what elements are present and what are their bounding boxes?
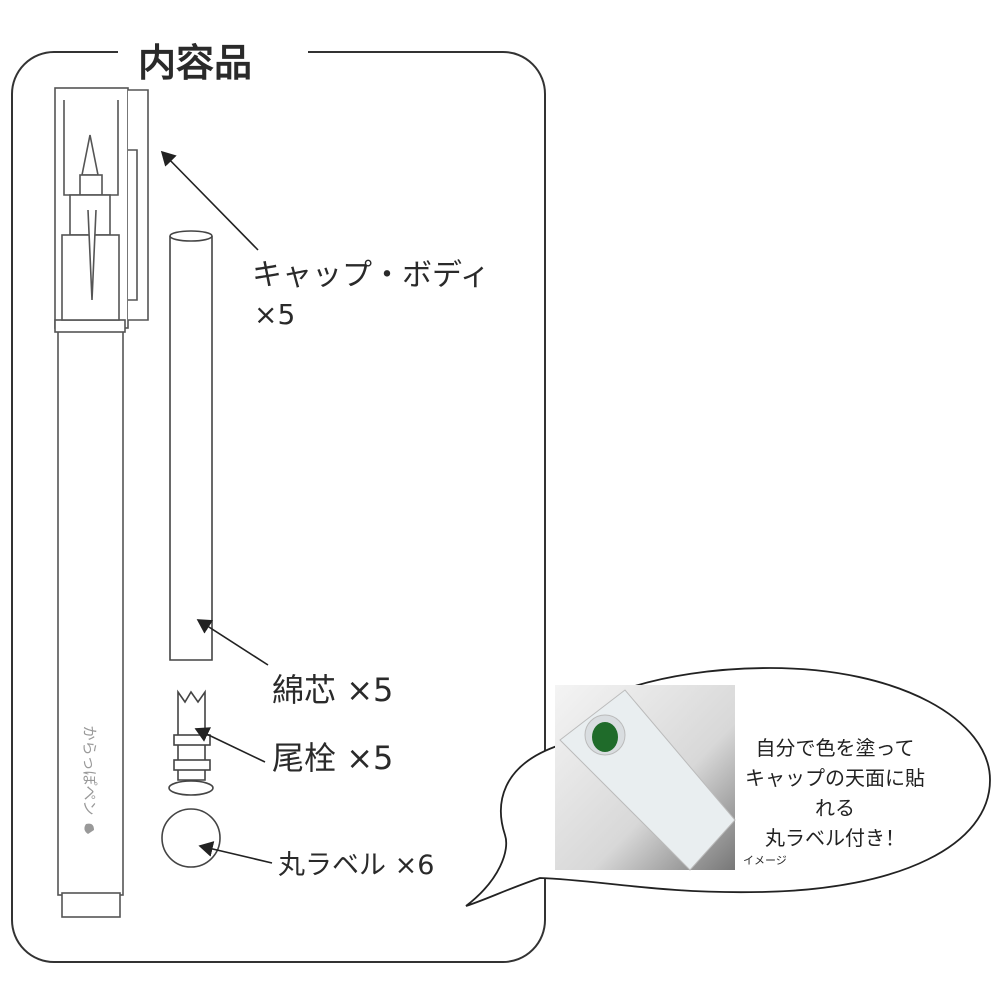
item-tail-plug: 尾栓 ×5	[272, 733, 393, 779]
item-qty-tail-plug: ×5	[346, 739, 394, 777]
pen-logo-drop-icon	[84, 823, 94, 834]
pen-illustration	[54, 87, 149, 918]
image-caption: イメージ	[743, 854, 787, 867]
item-name-round-label: 丸ラベル	[278, 850, 386, 881]
arrow-cap-body	[160, 150, 259, 251]
tail-plug	[168, 689, 214, 796]
callout-text: 自分で色を塗って キャップの天面に貼れる 丸ラベル付き！	[740, 733, 930, 853]
item-round-label: 丸ラベル ×6	[278, 843, 434, 882]
green-label-photo	[592, 722, 618, 752]
arrow-round-label	[198, 841, 273, 864]
arrow-wick	[196, 619, 269, 666]
callout-line-1: 自分で色を塗って	[755, 736, 915, 760]
pen-logo-text: からっぽペン	[80, 725, 99, 816]
callout-line-3: 丸ラベル付き！	[765, 826, 905, 850]
item-wick: 綿芯 ×5	[272, 665, 393, 711]
item-name-wick: 綿芯	[272, 671, 337, 709]
item-name-cap-body: キャップ・ボディ	[252, 258, 490, 293]
item-qty-wick: ×5	[346, 671, 394, 709]
callout-line-2: キャップの天面に貼れる	[745, 766, 925, 820]
arrow-tail-plug	[194, 727, 266, 763]
item-qty-round-label: ×6	[394, 850, 435, 881]
round-label	[161, 808, 221, 868]
cotton-wick	[169, 230, 213, 661]
item-qty-cap-body: ×5	[254, 298, 296, 331]
contents-title: 内容品	[138, 41, 253, 85]
item-name-tail-plug: 尾栓	[272, 739, 337, 777]
